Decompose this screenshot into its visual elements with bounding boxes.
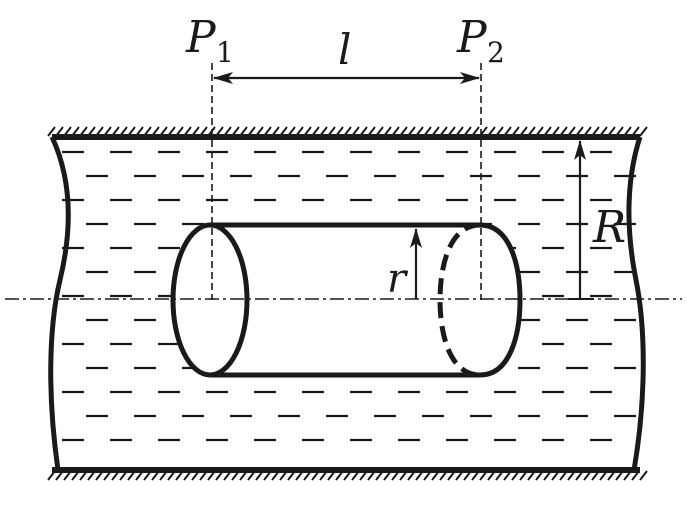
label-outer-radius: R [592,202,626,253]
cylinder-right-face-fill [440,225,520,375]
cylinder-body [210,225,480,375]
cylinder-right-face-hidden [437,222,481,378]
hatch-mark [47,126,56,137]
label-p2: P [456,12,488,63]
label-p1-subscript: 1 [216,36,234,69]
left-break-edge [48,135,71,471]
cylinder-right-face-front [479,222,523,378]
label-p2-subscript: 2 [487,36,505,69]
label-p1: P [185,12,217,63]
right-break-edge [626,136,646,471]
hatch-mark [639,470,648,481]
hatch-mark [639,126,648,137]
label-length: l [338,25,351,74]
label-inner-radius: r [387,256,409,302]
cylinder-left-face-fill [173,225,247,375]
cylinder-left-face [170,222,250,378]
